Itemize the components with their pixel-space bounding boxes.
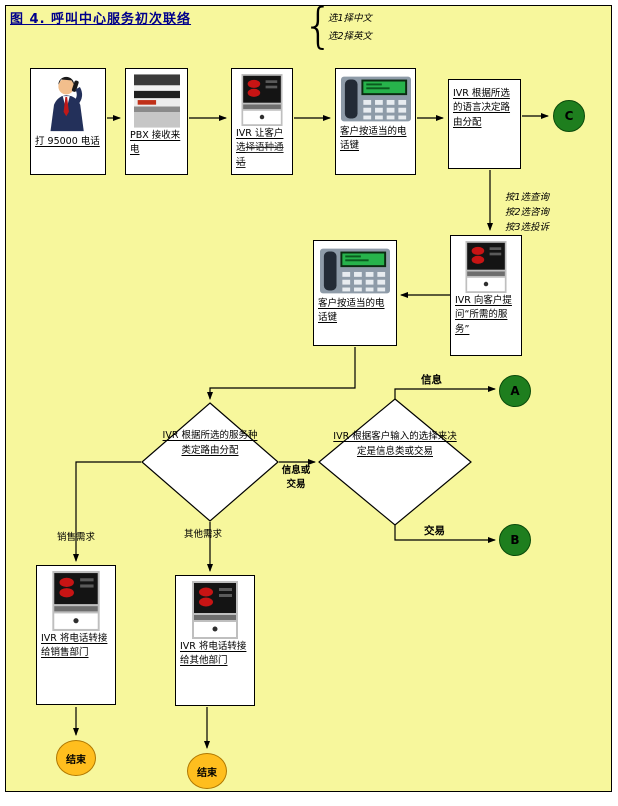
node-press-key-1-caption: 客户按适当的电话键 xyxy=(340,126,407,152)
connector-c-label: C xyxy=(564,109,574,123)
node-ivr-ask-service-caption: IVR 向客户提问“所需的服务” xyxy=(455,295,512,335)
pbx-device-icon xyxy=(134,74,180,128)
node-transfer-sales: IVR 将电话转接给销售部门 xyxy=(36,565,116,705)
edge-diamond1-sales xyxy=(73,461,141,562)
end-sales-label: 结束 xyxy=(66,754,86,766)
edge-label-sales-need: 销售需求 xyxy=(57,532,96,543)
connector-circle-a: A xyxy=(499,375,531,407)
connector-b-label: B xyxy=(510,533,520,547)
node-caller: 打 95000 电话 xyxy=(30,68,106,175)
decision-service-label: IVR 根据所选的服务种类定路由分配 xyxy=(162,430,258,456)
ivr-language-struck-text: 择语种通话 xyxy=(236,142,284,168)
node-press-key-1: 客户按适当的电话键 xyxy=(335,68,416,175)
end-circle-other: 结束 xyxy=(187,753,227,789)
end-circle-sales: 结束 xyxy=(56,740,96,776)
node-caller-caption: 打 95000 电话 xyxy=(35,136,100,147)
ivr-device-icon xyxy=(191,581,239,639)
node-ivr-ask-service: IVR 向客户提问“所需的服务” xyxy=(450,235,522,356)
edge-label-info: 信息 xyxy=(421,374,442,386)
node-pbx: PBX 接收来电 xyxy=(125,68,188,175)
telephone-icon xyxy=(320,246,390,296)
person-phone-icon xyxy=(40,74,96,134)
ivr-language-text: IVR 让客户选 xyxy=(236,128,284,154)
connector-circle-c: C xyxy=(553,100,585,132)
node-ivr-language: IVR 让客户选择语种通话 xyxy=(231,68,293,175)
edge-presskey2-diamond1 xyxy=(207,347,356,400)
edge-label-trade: 交易 xyxy=(424,525,445,537)
annotation-press-3: 按3选投诉 xyxy=(505,222,550,233)
node-press-key-2: 客户按适当的电话键 xyxy=(313,240,397,346)
edge-diamond2-connector-a xyxy=(394,386,496,399)
node-transfer-other: IVR 将电话转接给其他部门 xyxy=(175,575,255,706)
node-route-by-language-caption: IVR 根据所选的语言决定路由分配 xyxy=(453,88,511,128)
edge-label-other-need: 其他需求 xyxy=(184,529,223,540)
decision-diamond-info-trade xyxy=(318,398,472,526)
ivr-device-icon xyxy=(52,571,100,631)
connector-a-label: A xyxy=(510,384,520,398)
brace-icon: { xyxy=(303,0,334,54)
decision-diamond-service xyxy=(141,402,279,522)
ivr-device-icon xyxy=(465,241,507,293)
decision-info-trade-label: IVR 根据客户输入的选择来决定是信息类或交易 xyxy=(333,431,457,457)
node-transfer-sales-caption: IVR 将电话转接给销售部门 xyxy=(41,633,108,659)
node-press-key-2-caption: 客户按适当的电话键 xyxy=(318,298,385,324)
annotation-language-1: 选1择中文 xyxy=(328,13,373,24)
node-pbx-caption: PBX 接收来电 xyxy=(130,130,181,156)
figure-title: 图 4. 呼叫中心服务初次联络 xyxy=(10,12,192,27)
edge-diamond2-connector-b xyxy=(394,525,496,543)
telephone-icon xyxy=(341,74,411,124)
annotation-language-2: 选2择英文 xyxy=(328,31,373,42)
ivr-device-icon xyxy=(241,74,283,126)
node-route-by-language: IVR 根据所选的语言决定路由分配 xyxy=(448,79,521,169)
annotation-press-1: 按1选查询 xyxy=(505,192,550,203)
end-other-label: 结束 xyxy=(197,767,217,779)
connector-circle-b: B xyxy=(499,524,531,556)
node-ivr-language-caption: IVR 让客户选择语种通话 xyxy=(232,126,292,173)
edge-label-info-or-trade: 信息或交易 xyxy=(281,465,311,490)
annotation-press-2: 按2选咨询 xyxy=(505,207,550,218)
node-transfer-other-caption: IVR 将电话转接给其他部门 xyxy=(180,641,247,667)
